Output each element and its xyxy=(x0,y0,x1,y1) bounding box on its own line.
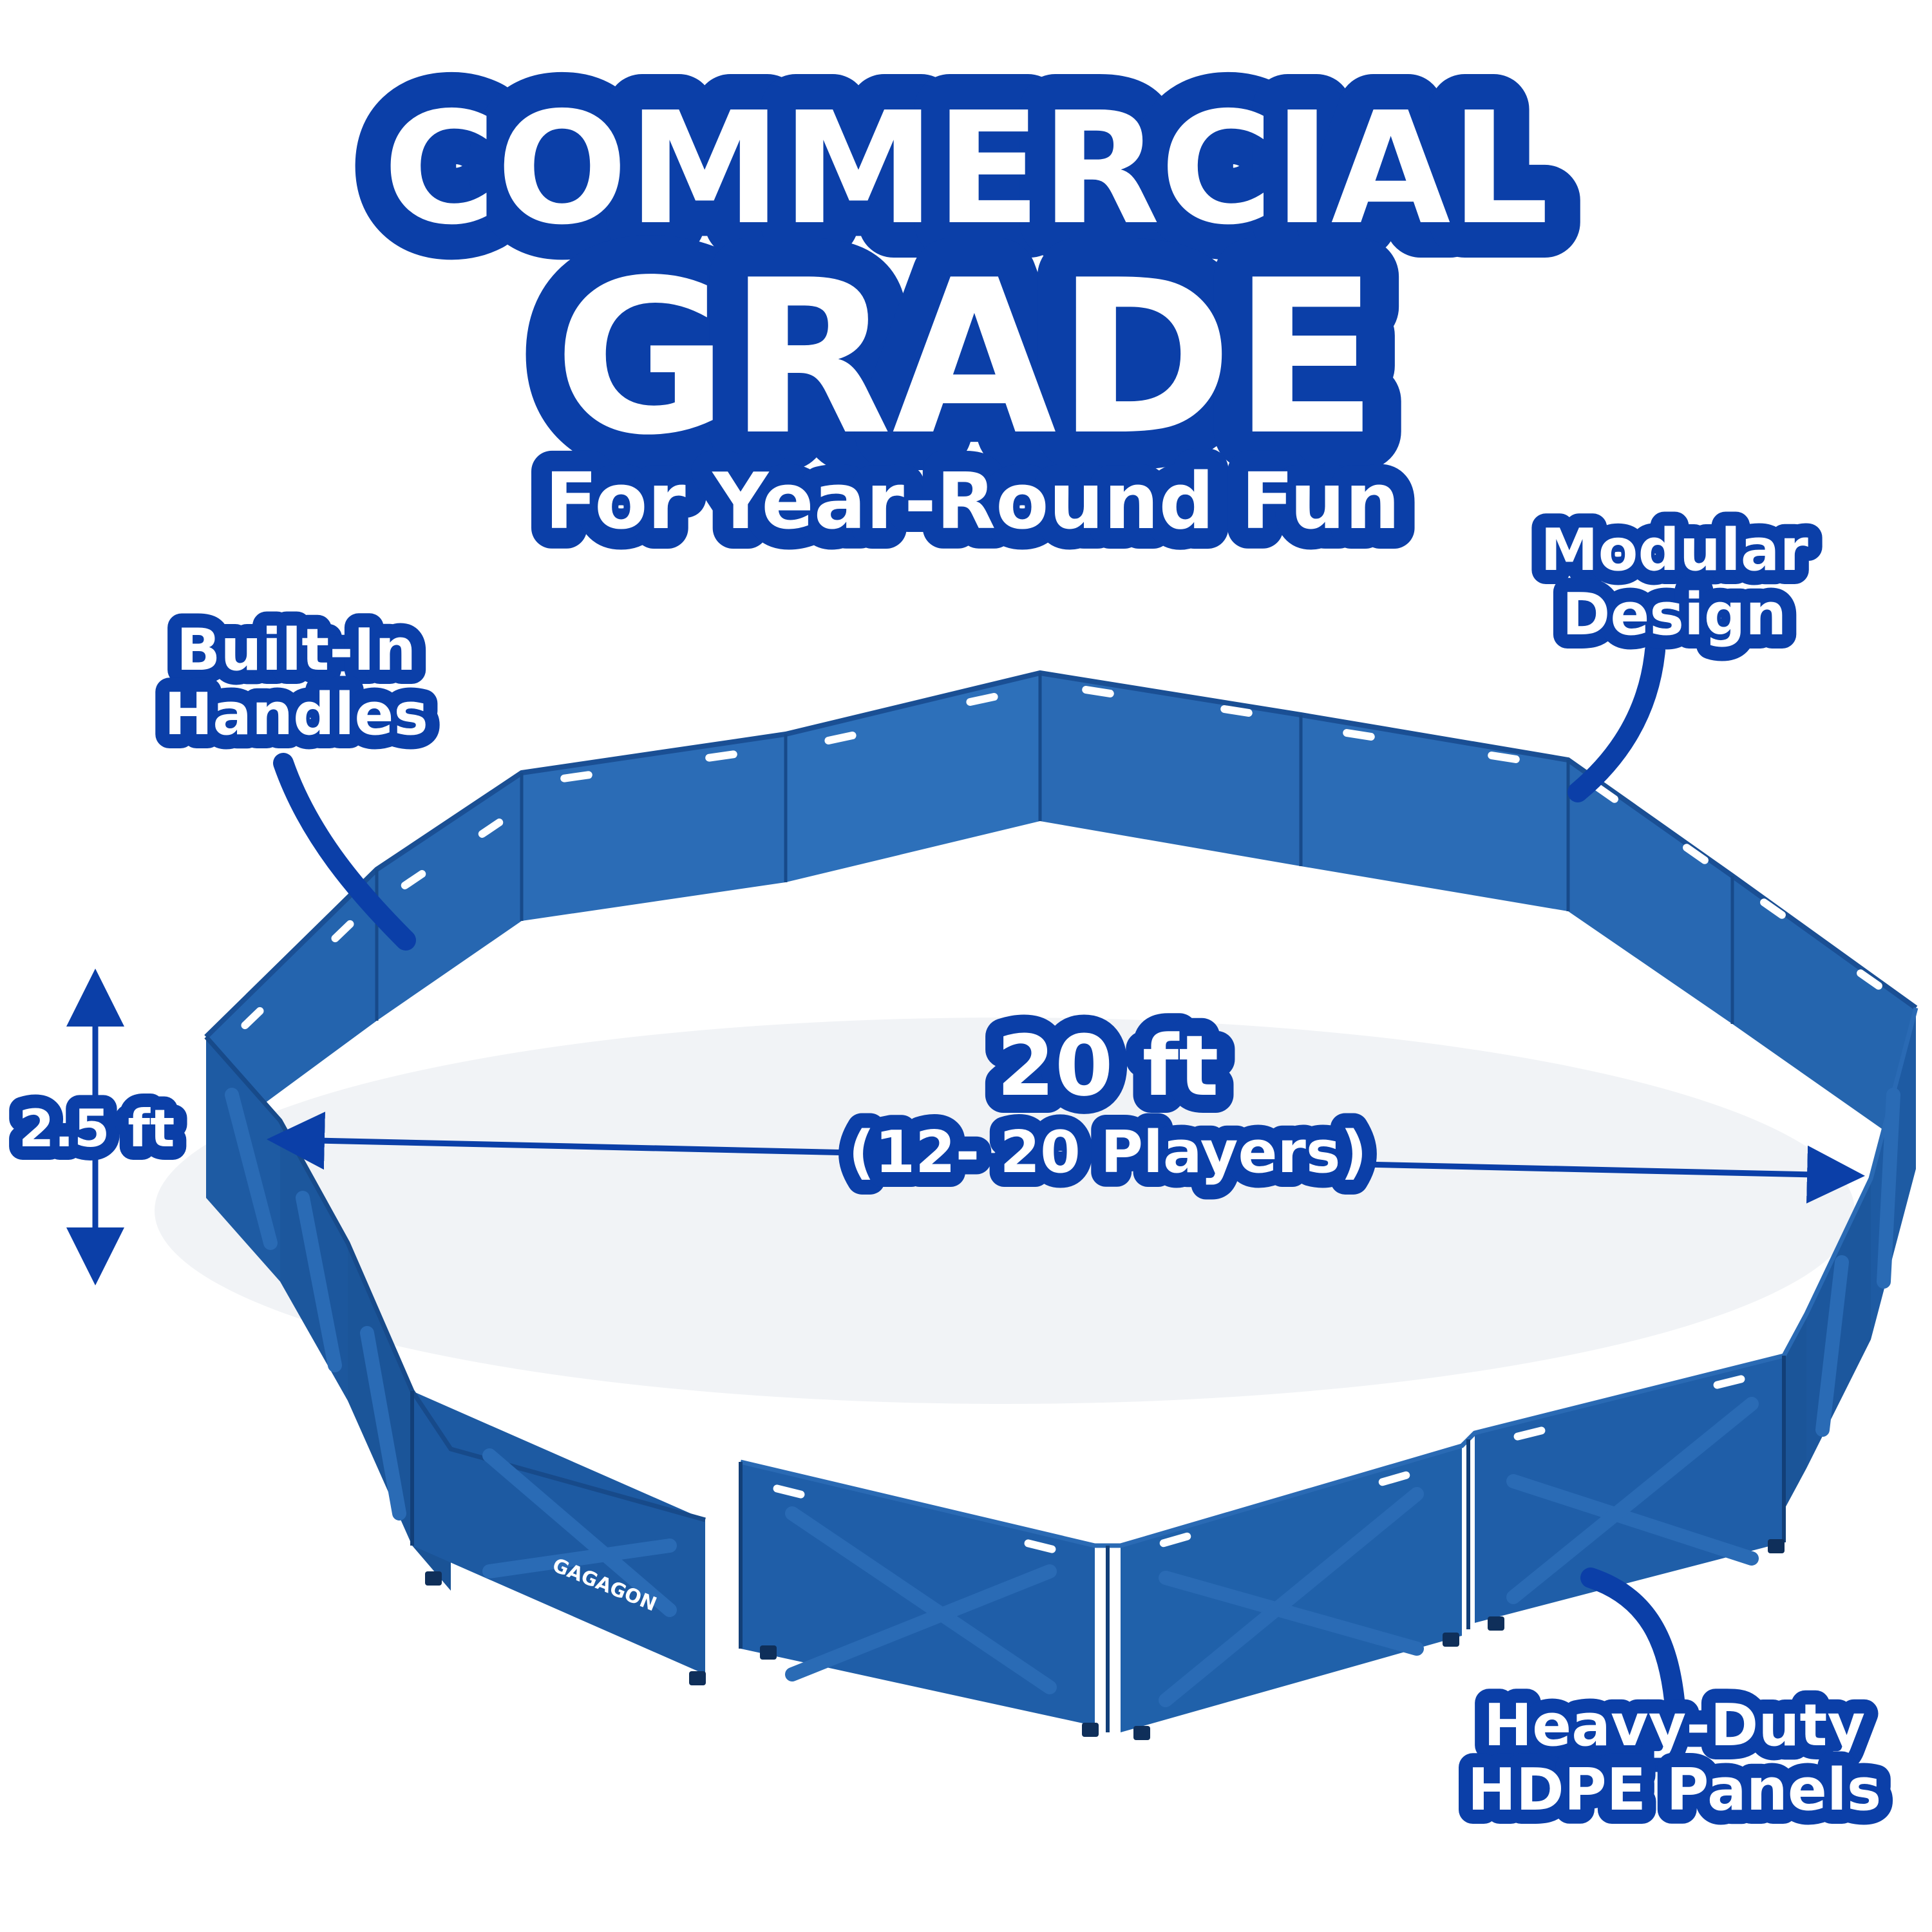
headline-tagline: For Year-Round Fun xyxy=(545,457,1400,547)
callout-pointer xyxy=(1580,1567,1685,1710)
players-label: (12- 20 Players) xyxy=(848,1119,1367,1186)
panel-feet xyxy=(425,1539,1785,1740)
back-panel xyxy=(1301,715,1568,911)
height-dimension: 2.5 ft xyxy=(5,969,188,1285)
callout-handles-line2: Handles xyxy=(164,681,428,748)
headline: COMMERCIAL GRADE For Year-Round Fun xyxy=(348,43,1585,567)
back-panel xyxy=(522,734,786,921)
diameter-arrow xyxy=(267,1112,1865,1204)
callout-panels-line2: HDPE Panels xyxy=(1468,1756,1882,1824)
height-label: 2.5 ft xyxy=(19,1099,175,1159)
headline-commercial: COMMERCIAL xyxy=(383,79,1549,259)
panel-seams xyxy=(375,673,1734,1024)
front-handle-slots xyxy=(773,1375,1745,1553)
right-panel xyxy=(1784,1314,1806,1510)
callout-handles-line1: Built-In xyxy=(176,616,416,684)
front-seams xyxy=(410,1356,1786,1732)
callout-heavy-duty-panels: Heavy-Duty HDPE Panels xyxy=(1454,1567,1895,1838)
diameter-dimension: 20 ft (12- 20 Players) xyxy=(267,999,1865,1204)
back-panel xyxy=(1732,876,1916,1153)
back-panel xyxy=(1040,673,1301,866)
callout-modular-line2: Design xyxy=(1562,581,1787,649)
back-panel xyxy=(1568,760,1732,1024)
callout-pointer xyxy=(1567,640,1665,802)
callout-pointer xyxy=(273,753,416,951)
back-panel xyxy=(786,673,1040,882)
callout-built-in-handles: Built-In Handles xyxy=(150,602,442,951)
front-panel xyxy=(1475,1356,1784,1623)
handle-slots xyxy=(241,686,1882,1030)
front-rim xyxy=(740,1007,1918,1548)
back-panel xyxy=(377,773,522,1021)
callout-modular-design: Modular Design xyxy=(1526,502,1823,802)
callout-modular-line1: Modular xyxy=(1540,516,1808,584)
x-bracing xyxy=(225,1088,1900,1707)
diameter-label: 20 ft xyxy=(997,1017,1219,1115)
callout-panels-line1: Heavy-Duty xyxy=(1484,1692,1865,1759)
front-panel-gate xyxy=(412,1391,705,1674)
headline-grade: GRADE xyxy=(554,234,1378,482)
